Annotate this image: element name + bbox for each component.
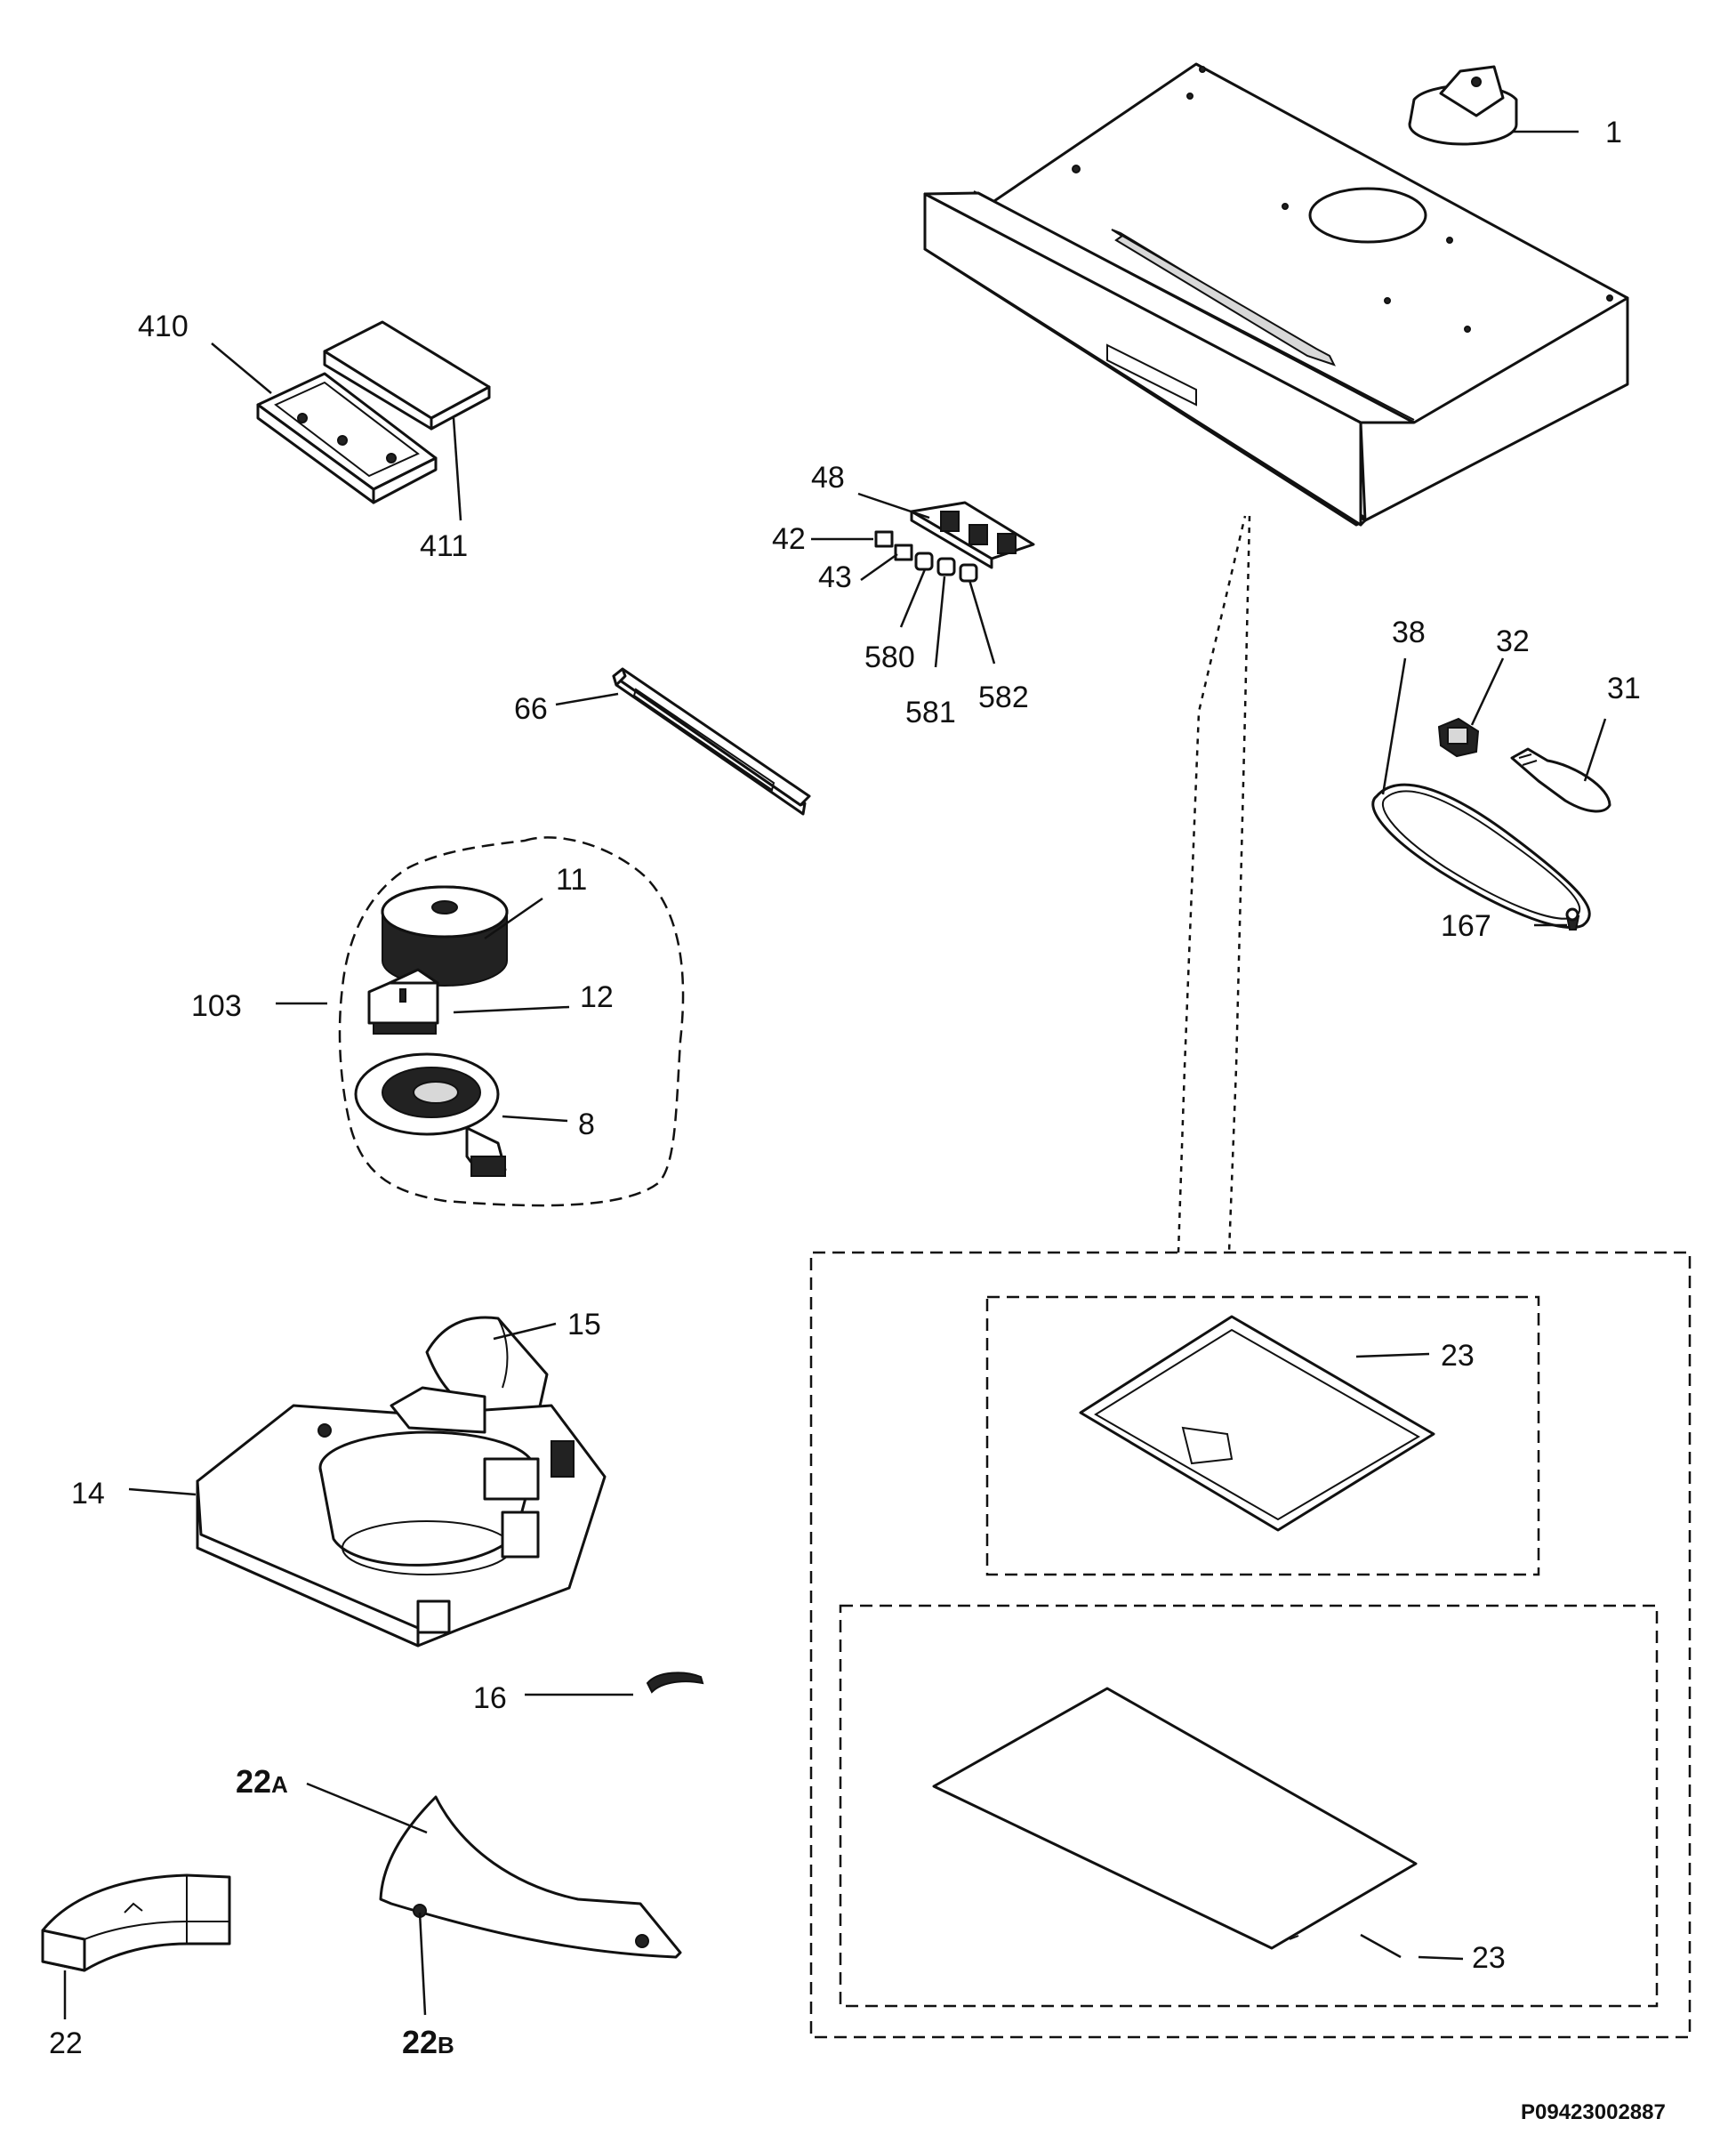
callout-582: 582 xyxy=(978,681,1029,714)
callout-43: 43 xyxy=(818,560,852,594)
callout-22: 22 xyxy=(49,2026,83,2060)
switch-knob-43 xyxy=(894,544,913,561)
diagram-code: P09423002887 xyxy=(1521,2100,1666,2124)
motor-capacitor xyxy=(367,968,439,1035)
callout-22b: 22B xyxy=(402,2024,454,2060)
callout-32: 32 xyxy=(1496,624,1530,658)
callout-22b-number: 22 xyxy=(402,2024,438,2060)
light-bulb xyxy=(1510,747,1611,813)
fan-motor xyxy=(354,1052,507,1177)
filter-options-box xyxy=(809,515,1692,2039)
callout-22b-suffix: B xyxy=(438,2032,454,2058)
light-lens-frame xyxy=(1371,783,1591,929)
leader-lines xyxy=(63,130,1607,2019)
clip-part xyxy=(646,1672,704,1694)
blower-housing xyxy=(196,1386,607,1648)
callout-22a-suffix: A xyxy=(271,1771,288,1798)
callout-42: 42 xyxy=(772,522,806,556)
callout-22a-number: 22 xyxy=(236,1763,271,1800)
callout-1: 1 xyxy=(1605,116,1622,149)
motor-assembly-group-outline xyxy=(338,836,685,1207)
grease-filter xyxy=(1079,1315,1435,1532)
lamp-socket xyxy=(1437,717,1480,758)
grease-filter-box xyxy=(985,1295,1540,1576)
duct-elbow xyxy=(41,1873,231,1972)
callout-16: 16 xyxy=(473,1681,507,1715)
callout-48: 48 xyxy=(811,461,845,495)
callout-411: 411 xyxy=(420,529,468,563)
switch-knob-582 xyxy=(959,563,978,583)
callout-410: 410 xyxy=(138,310,189,343)
callout-103: 103 xyxy=(191,989,242,1023)
callout-11: 11 xyxy=(556,863,587,897)
duct-cover-plate xyxy=(379,1795,682,1959)
control-box-cover xyxy=(323,320,491,431)
callout-23-grease-filter: 23 xyxy=(1441,1339,1475,1373)
callout-38: 38 xyxy=(1392,616,1426,649)
switch-assembly xyxy=(910,501,1035,569)
switch-knob-581 xyxy=(936,557,956,576)
callout-580: 580 xyxy=(864,640,915,674)
range-hood-body xyxy=(923,62,1629,527)
callout-22a: 22A xyxy=(236,1763,288,1800)
fan-wheel xyxy=(381,885,509,987)
callout-66: 66 xyxy=(514,692,548,726)
control-box-base xyxy=(256,372,438,504)
callout-581: 581 xyxy=(905,696,956,729)
switch-knob-42 xyxy=(874,530,894,548)
callout-31: 31 xyxy=(1607,672,1641,705)
charcoal-filter-box xyxy=(839,1604,1659,2008)
callout-12: 12 xyxy=(580,980,614,1014)
callout-14: 14 xyxy=(71,1477,105,1511)
lens-screw xyxy=(1565,907,1580,931)
callout-15: 15 xyxy=(567,1308,601,1341)
damper-collar xyxy=(1408,65,1518,146)
callout-23-charcoal-filter: 23 xyxy=(1472,1941,1506,1975)
callout-167: 167 xyxy=(1441,909,1491,943)
charcoal-filter xyxy=(932,1687,1418,1950)
callout-8: 8 xyxy=(578,1108,595,1141)
control-panel-trim xyxy=(612,667,811,816)
blower-scroll-piece xyxy=(425,1316,549,1416)
switch-knob-580 xyxy=(914,552,934,571)
